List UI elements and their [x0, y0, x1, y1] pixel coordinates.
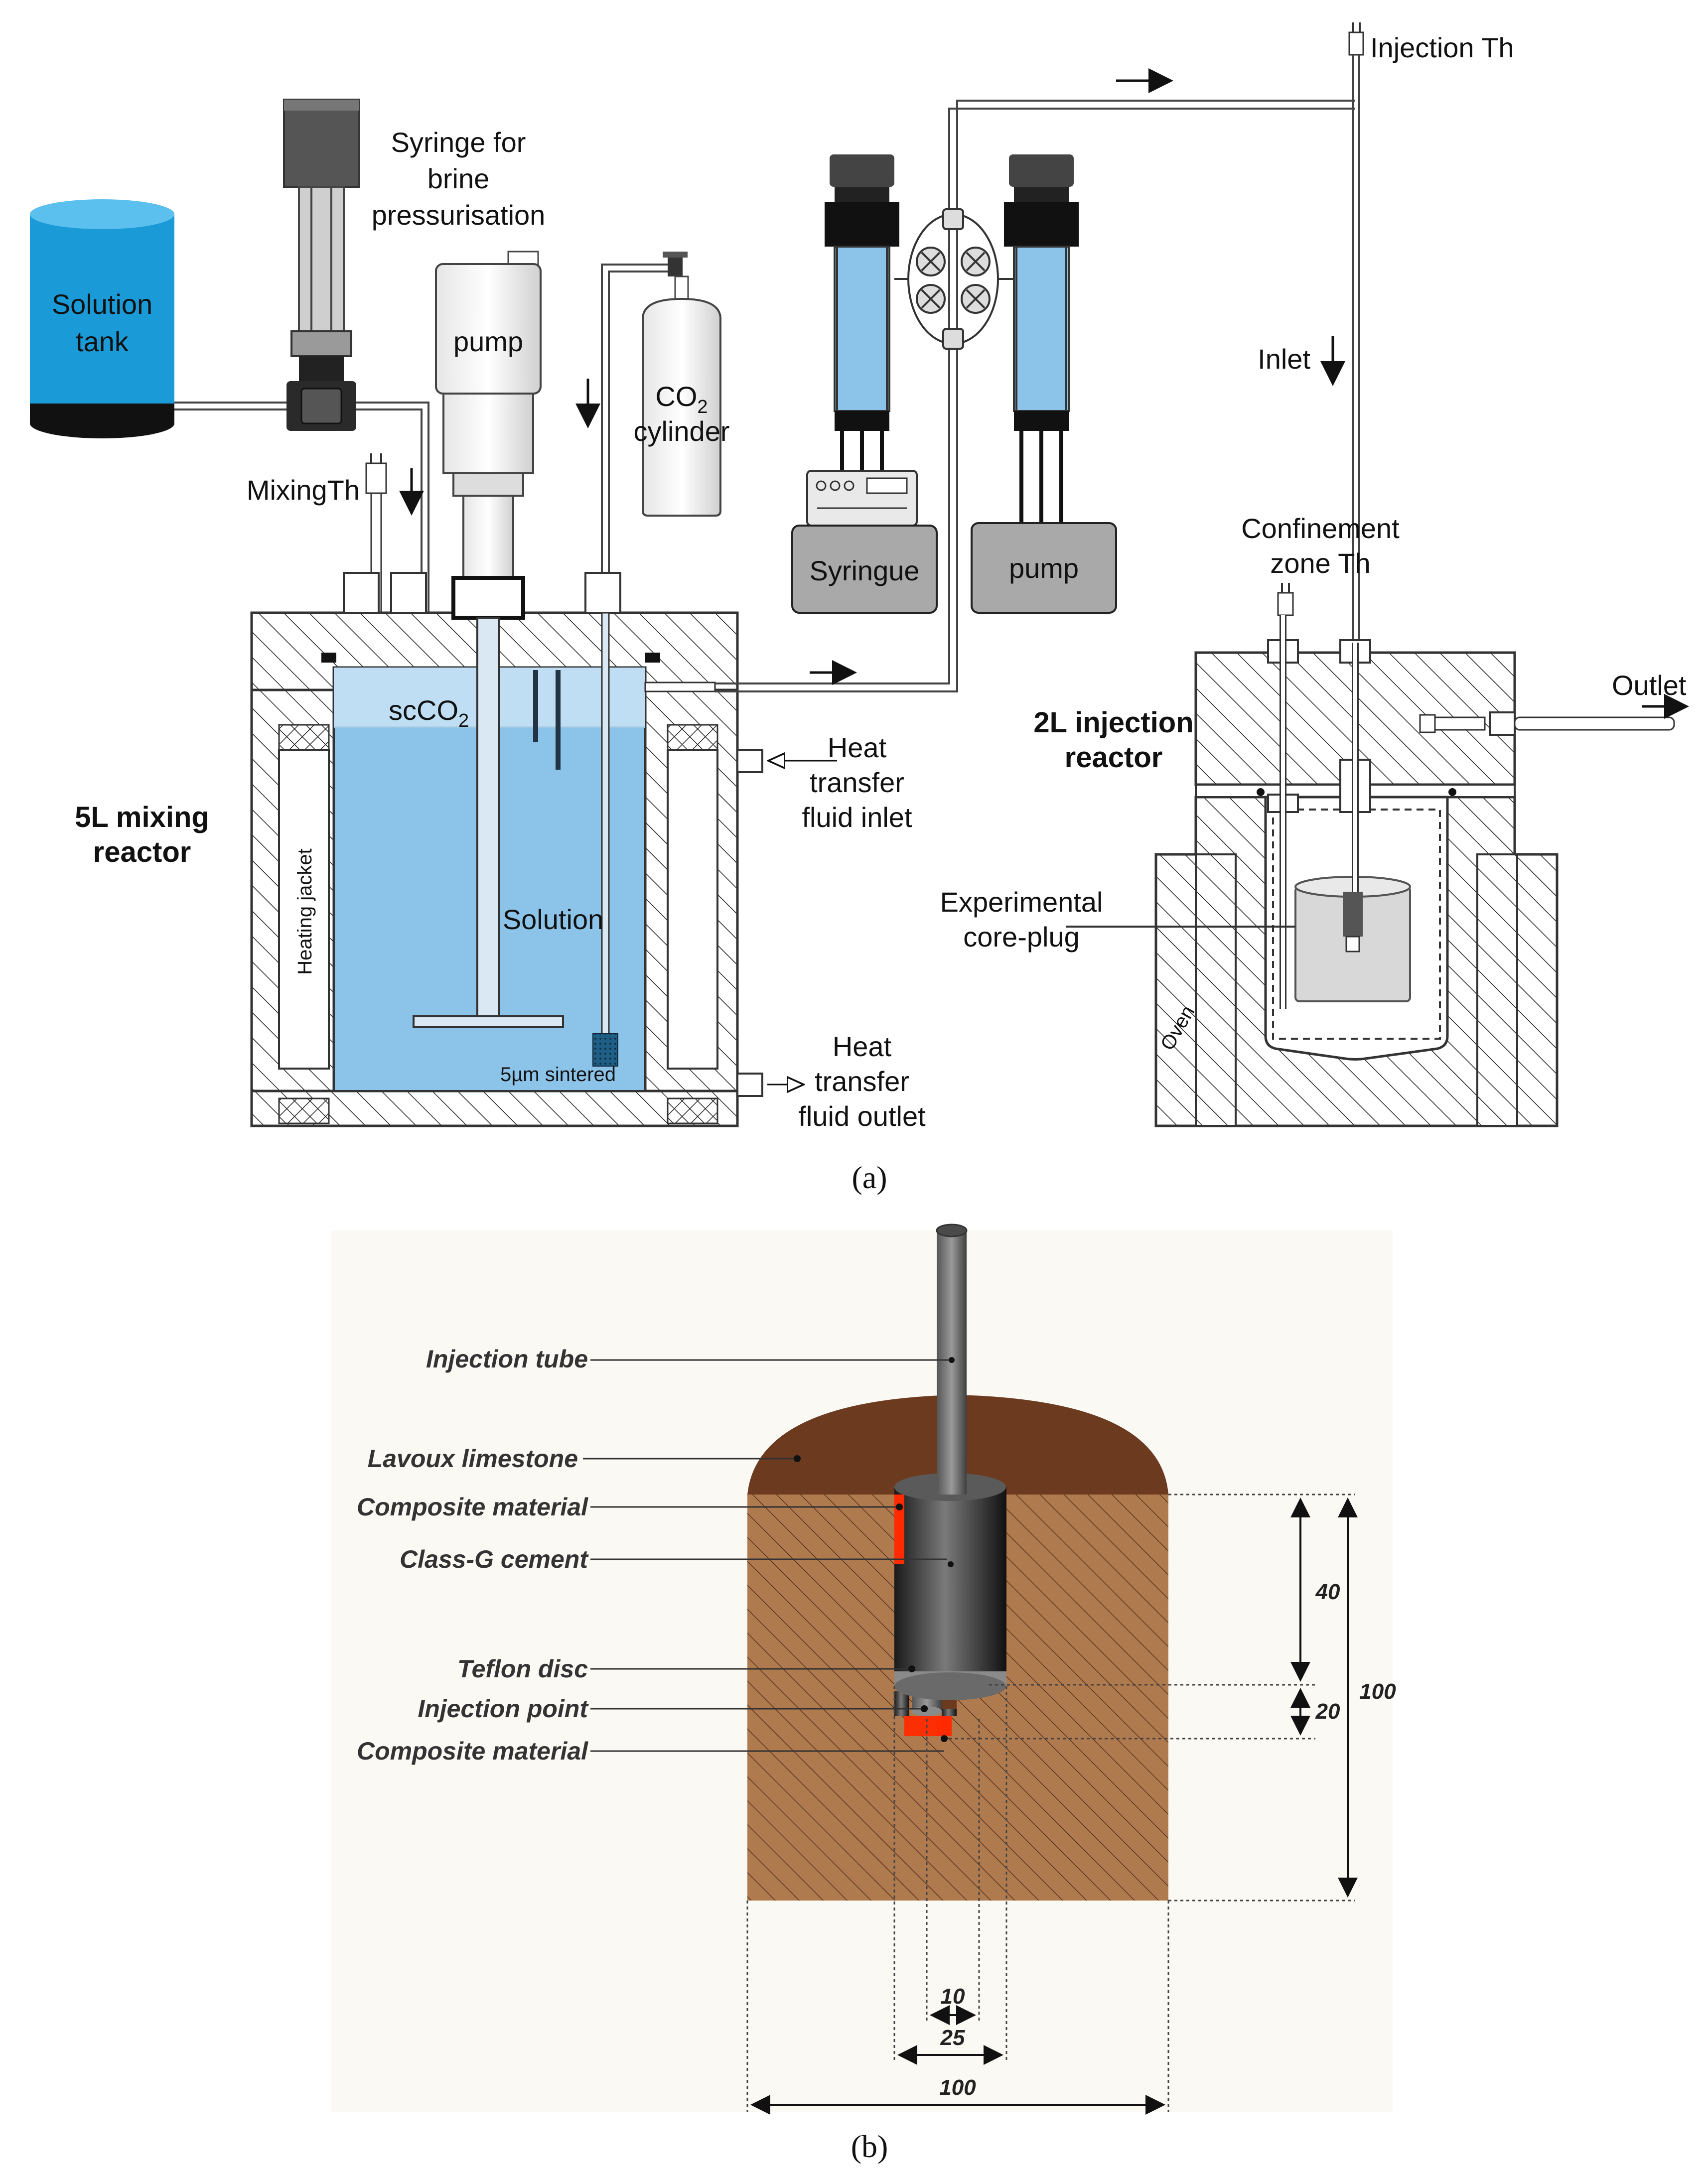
dual-syringe-pump: Syringue pump [791, 154, 1117, 614]
dimension-arrows [750, 1498, 1358, 2115]
dim-10: 10 [941, 1984, 965, 2009]
caption-b: (b) [851, 2129, 888, 2164]
dim-25: 25 [940, 2026, 965, 2050]
panel-b-leaders [583, 1359, 949, 1752]
panel-b-leader-dots [794, 1455, 948, 1742]
injection-reactor: Oven [1154, 615, 1675, 1127]
syringe-brine-label-1: Syringe for [391, 127, 526, 158]
heat-outlet-label-2: transfer [815, 1066, 909, 1097]
injection-point-label: Injection point [418, 1695, 589, 1723]
solution-label: Solution [503, 904, 603, 935]
heat-inlet-label-3: fluid inlet [802, 802, 912, 833]
solution-tank-label-1: Solution [52, 288, 152, 320]
confinement-label-2: zone Th [1270, 547, 1370, 579]
injection-th-label: Injection Th [1370, 32, 1514, 63]
dim-40: 40 [1315, 1580, 1340, 1604]
solution-tank-label-2: tank [76, 326, 129, 357]
injection-reactor-label-2: reactor [1065, 741, 1163, 774]
co2-cylinder: CO2 cylinder [601, 252, 730, 613]
pump-right-label: pump [1009, 552, 1079, 584]
mixing-reactor: scCO2 Solution 5µm sintered Heating jack… [250, 572, 763, 1127]
mixing-th-label: MixingTh [247, 474, 360, 506]
core-plug-label-1: Experimental [940, 886, 1103, 918]
syringe-brine-label-2: brine [427, 163, 490, 194]
valves [916, 247, 991, 314]
outlet-label: Outlet [1612, 670, 1687, 701]
panel-a: Solution tank Syringe for brine pressuri… [30, 22, 1689, 1195]
class-g-cement-label: Class-G cement [400, 1545, 589, 1573]
dim-20: 20 [1315, 1699, 1340, 1724]
mixing-reactor-label-2: reactor [93, 836, 191, 868]
panel-b: Injection tube Lavoux limestone Composit… [331, 1224, 1396, 2164]
injection-thermocouple: Injection Th [1348, 22, 1514, 643]
injection-reactor-label-1: 2L injection [1033, 706, 1193, 739]
cement-plug [894, 1224, 1006, 1736]
dimension-guides [746, 1494, 1355, 2112]
caption-a: (a) [852, 1160, 887, 1195]
brine-syringe: Syringe for brine pressurisation [283, 99, 546, 431]
confinement-label-1: Confinement [1241, 513, 1400, 544]
injection-tube-label: Injection tube [426, 1345, 588, 1373]
mixing-reactor-label-1: 5L mixing [75, 801, 209, 833]
heating-jacket-label: Heating jacket [294, 848, 316, 974]
inlet-label: Inlet [1258, 343, 1310, 375]
composite-material-top-label: Composite material [357, 1493, 588, 1521]
heat-outlet-label-1: Heat [833, 1031, 892, 1062]
confinement-thermocouple: Confinement zone Th [1241, 513, 1400, 616]
brine-pipes [174, 402, 429, 613]
co2-label: CO2 [655, 381, 708, 417]
pump-left-label: pump [453, 326, 523, 357]
scco2-label: scCO2 [389, 694, 469, 731]
syringue-label: Syringue [809, 555, 919, 586]
heat-outlet-label-3: fluid outlet [798, 1100, 926, 1132]
heat-inlet-label-2: transfer [810, 767, 904, 798]
syringe-brine-label-3: pressurisation [372, 199, 546, 231]
solution-tank: Solution tank [30, 199, 174, 438]
composite-material-bottom-label: Composite material [357, 1737, 588, 1765]
teflon-disc-label: Teflon disc [457, 1655, 588, 1683]
lavoux-limestone-label: Lavoux limestone [368, 1445, 578, 1473]
cylinder-label: cylinder [634, 415, 730, 447]
sintered-label: 5µm sintered [500, 1064, 616, 1086]
core-plug-label-2: core-plug [963, 921, 1079, 953]
dim-100-height: 100 [1359, 1679, 1396, 1704]
stirrer-pump: pump [435, 251, 542, 620]
heat-inlet-label-1: Heat [828, 732, 887, 763]
dim-100-width: 100 [939, 2075, 976, 2100]
